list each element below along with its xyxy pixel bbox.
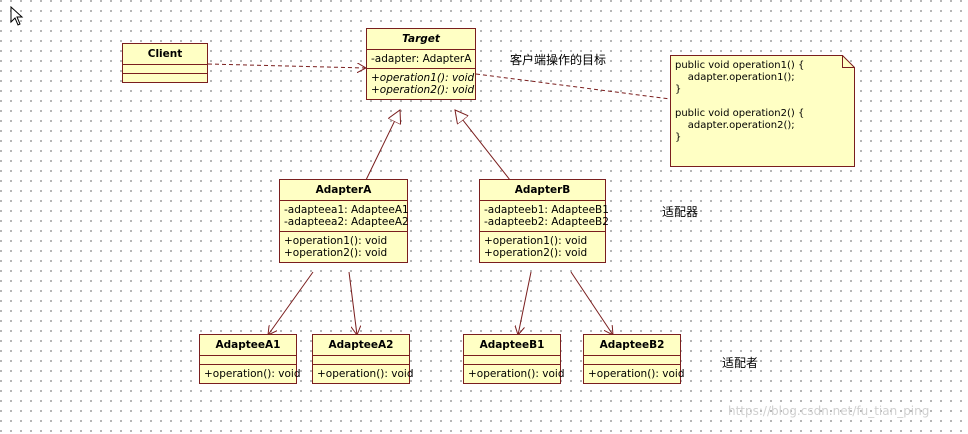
class-adapterB[interactable]: AdapterB -adapteeb1: AdapteeB1 -adapteeb… [479,179,609,263]
class-name: AdapterB [480,180,605,201]
class-name: AdapteeB2 [584,335,680,356]
note-shape [670,55,855,167]
adapterA-adapteeA2-association [348,271,357,335]
note-anchor-line [475,73,671,100]
class-attributes [464,356,560,365]
class-name: AdapterA [280,180,407,201]
operation: +operation1(): void [371,72,475,84]
adapter-description-label: 适配器 [662,205,699,219]
operation: +operation(): void [468,368,565,380]
note-line: } [675,84,682,95]
attribute: -adapteeb2: AdapteeB2 [484,216,609,228]
class-operations: +operation(): void [313,365,414,383]
target-description-label: 客户端操作的目标 [510,53,607,67]
class-client[interactable]: Client [122,43,208,83]
operation: +operation(): void [317,368,414,380]
note-line: } [675,132,682,143]
operation: +operation2(): void [371,84,475,96]
adapterB-adapteeB2-association [570,271,613,335]
operation: +operation(): void [204,368,301,380]
class-attributes: -adapter: AdapterA [367,50,475,69]
class-target[interactable]: Target -adapter: AdapterA +operation1():… [366,28,476,100]
class-attributes [200,356,296,365]
note-line [675,96,850,108]
class-adapterA[interactable]: AdapterA -adapteea1: AdapteeA1 -adapteea… [279,179,409,263]
class-operations [123,74,207,82]
operation: +operation2(): void [484,247,588,259]
note-line: public void operation2() { [675,108,805,119]
operation: +operation1(): void [284,235,388,247]
class-attributes [123,65,207,74]
adaptee-description-label: 适配者 [722,356,759,370]
class-name: Target [367,29,475,50]
operation: +operation(): void [588,368,685,380]
note-line: public void operation1() { [675,60,805,71]
attribute: -adapteea2: AdapteeA2 [284,216,409,228]
operation: +operation2(): void [284,247,388,259]
class-adapteeA1[interactable]: AdapteeA1 +operation(): void [199,334,301,384]
class-operations: +operation(): void [464,365,565,383]
note-line: adapter.operation1(); [675,72,795,83]
arrow-cursor-icon [10,6,24,26]
class-operations: +operation(): void [584,365,685,383]
class-adapteeA2[interactable]: AdapteeA2 +operation(): void [312,334,414,384]
class-operations: +operation(): void [200,365,301,383]
client-target-dependency [207,64,366,68]
class-name: AdapteeA2 [313,335,409,356]
class-name: AdapteeB1 [464,335,560,356]
adapterB-target-generalization [455,110,511,181]
class-adapteeB2[interactable]: AdapteeB2 +operation(): void [583,334,685,384]
adapterB-adapteeB1-association [518,271,532,335]
class-attributes [313,356,409,365]
class-attributes: -adapteea1: AdapteeA1 -adapteea2: Adapte… [280,201,409,232]
class-operations: +operation1(): void +operation2(): void [367,69,475,99]
attribute: -adapter: AdapterA [371,53,472,65]
class-name: Client [123,44,207,65]
watermark-text: https://blog.csdn.net/fu_tian_ping [728,404,930,418]
class-attributes: -adapteeb1: AdapteeB1 -adapteeb2: Adapte… [480,201,609,232]
adapterA-adapteeA1-association [268,271,314,335]
attribute: -adapteeb1: AdapteeB1 [484,204,609,216]
class-operations: +operation1(): void +operation2(): void [280,232,407,262]
attribute: -adapteea1: AdapteeA1 [284,204,409,216]
class-attributes [584,356,680,365]
class-name: AdapteeA1 [200,335,296,356]
operation: +operation1(): void [484,235,588,247]
note-line: adapter.operation2(); [675,120,795,131]
code-note[interactable]: public void operation1() { adapter.opera… [670,55,854,167]
class-operations: +operation1(): void +operation2(): void [480,232,605,262]
adapterA-target-generalization [365,110,400,181]
class-adapteeB1[interactable]: AdapteeB1 +operation(): void [463,334,565,384]
